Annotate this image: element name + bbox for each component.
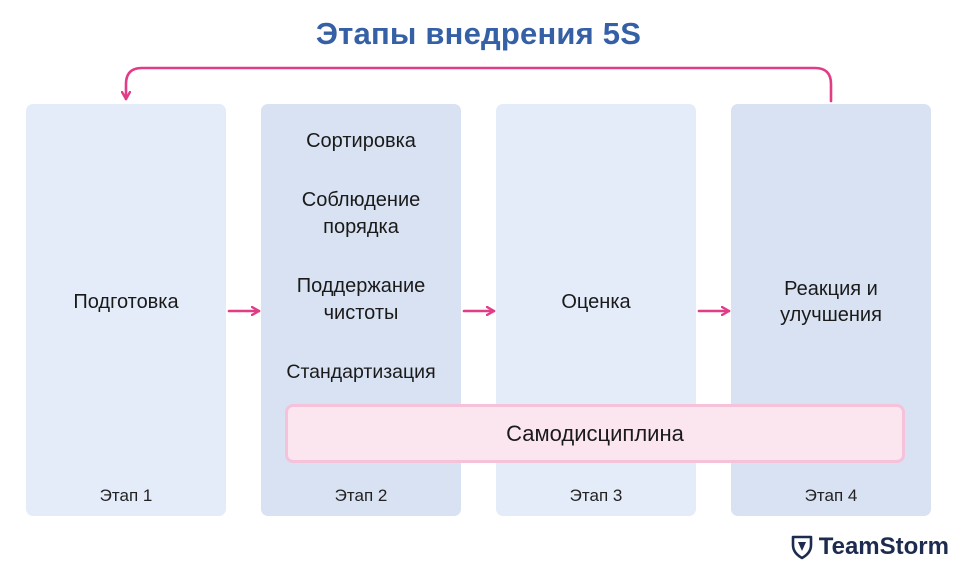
teamstorm-logo: TeamStorm <box>791 533 949 561</box>
step-order: Соблюдение порядка <box>301 189 421 238</box>
stage-3-label: Оценка <box>561 291 631 313</box>
stage-1-label: Подготовка <box>73 291 179 313</box>
step-cleanliness: Поддержание чистоты <box>296 275 426 324</box>
logo-text: TeamStorm <box>818 533 949 560</box>
step-standardization: Стандартизация <box>286 361 436 383</box>
step-sorting: Сортировка <box>306 130 416 152</box>
stage-4-footer: Этап 4 <box>804 486 858 505</box>
stage-2-footer: Этап 2 <box>334 486 388 505</box>
teamstorm-logo-icon <box>791 535 813 560</box>
stage-3-footer: Этап 3 <box>569 486 623 505</box>
page-title: Этапы внедрения 5S <box>315 16 642 51</box>
self-discipline-label: Самодисциплина <box>506 420 684 446</box>
stage-1-box: Подготовка Этап 1 <box>26 104 226 516</box>
stage-1-footer: Этап 1 <box>99 486 153 505</box>
self-discipline-bar: Самодисциплина <box>285 404 905 463</box>
loop-back-arrow <box>126 66 833 103</box>
stage-4-label: Реакция и улучшения <box>780 278 882 326</box>
